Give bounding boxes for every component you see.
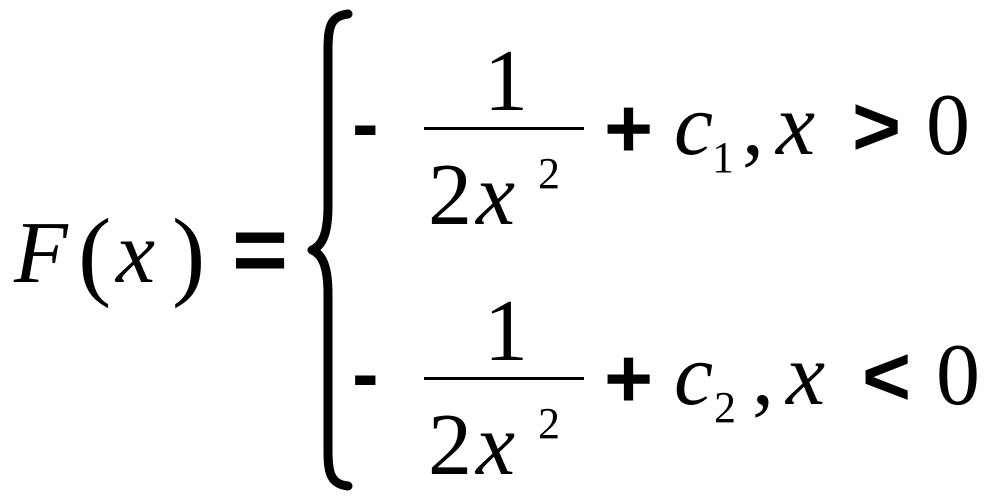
- constant-subscript: 2: [714, 383, 736, 432]
- minus-sign: -: [352, 79, 379, 168]
- minus-sign: -: [352, 329, 379, 418]
- plus-sign: +: [604, 331, 654, 425]
- fraction-bar: [424, 127, 584, 130]
- constant: c: [674, 77, 714, 174]
- greater-than-sign: >: [852, 79, 902, 173]
- close-paren: ): [172, 198, 206, 309]
- less-than-sign: <: [862, 329, 912, 423]
- comma: ,: [742, 77, 764, 174]
- condition-value: 0: [936, 327, 980, 424]
- constant-subscript: 1: [712, 133, 734, 182]
- denominator-variable: x: [476, 397, 516, 494]
- left-brace-icon: [307, 9, 353, 491]
- open-paren: (: [78, 198, 112, 309]
- numerator: 1: [484, 33, 528, 130]
- function-name: F: [14, 205, 68, 302]
- denominator-exponent: 2: [538, 399, 560, 448]
- condition-value: 0: [926, 77, 970, 174]
- condition-variable: x: [786, 327, 826, 424]
- plus-sign: +: [604, 81, 654, 175]
- denominator-exponent: 2: [538, 149, 560, 198]
- fraction-bar: [424, 377, 584, 380]
- numerator: 1: [484, 283, 528, 380]
- condition-variable: x: [776, 77, 816, 174]
- comma: ,: [752, 327, 774, 424]
- denominator-coefficient: 2: [428, 147, 472, 244]
- function-variable: x: [116, 205, 156, 302]
- constant: c: [674, 327, 714, 424]
- equals-sign: =: [232, 196, 289, 303]
- denominator-coefficient: 2: [428, 397, 472, 494]
- denominator-variable: x: [476, 147, 516, 244]
